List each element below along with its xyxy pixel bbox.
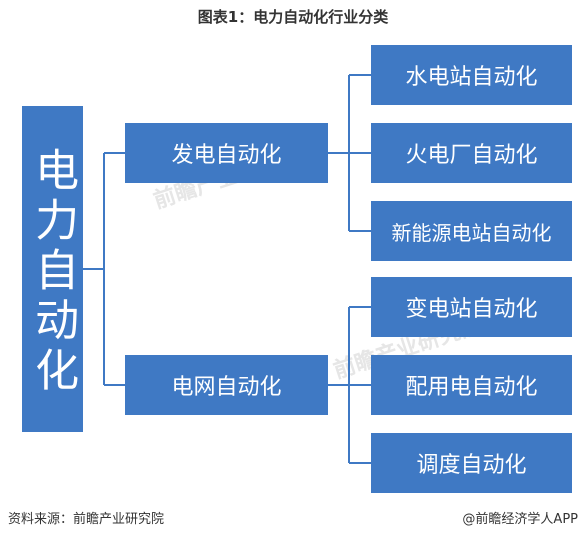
leaf-node-substation: 变电站自动化 [371,277,572,337]
leaf-node-hydropower: 水电站自动化 [371,45,572,105]
root-node: 电力自动化 [22,106,83,432]
leaf-node-distribution: 配用电自动化 [371,355,572,415]
leaf-node-new-energy: 新能源电站自动化 [371,201,572,261]
diagram-title: 图表1：电力自动化行业分类 [197,8,389,26]
branch-node-power-generation: 发电自动化 [125,123,328,183]
leaf-node-thermal-plant: 火电厂自动化 [371,123,572,183]
source-note: 资料来源：前瞻产业研究院 [8,512,165,527]
connector-branch-1 [328,74,371,232]
connector-branch-2 [328,306,371,464]
branch-node-power-grid: 电网自动化 [125,355,328,415]
leaf-node-dispatch: 调度自动化 [371,433,572,493]
credit-note: @前瞻经济学人APP [462,512,578,527]
connector-root-trunk [83,152,125,386]
